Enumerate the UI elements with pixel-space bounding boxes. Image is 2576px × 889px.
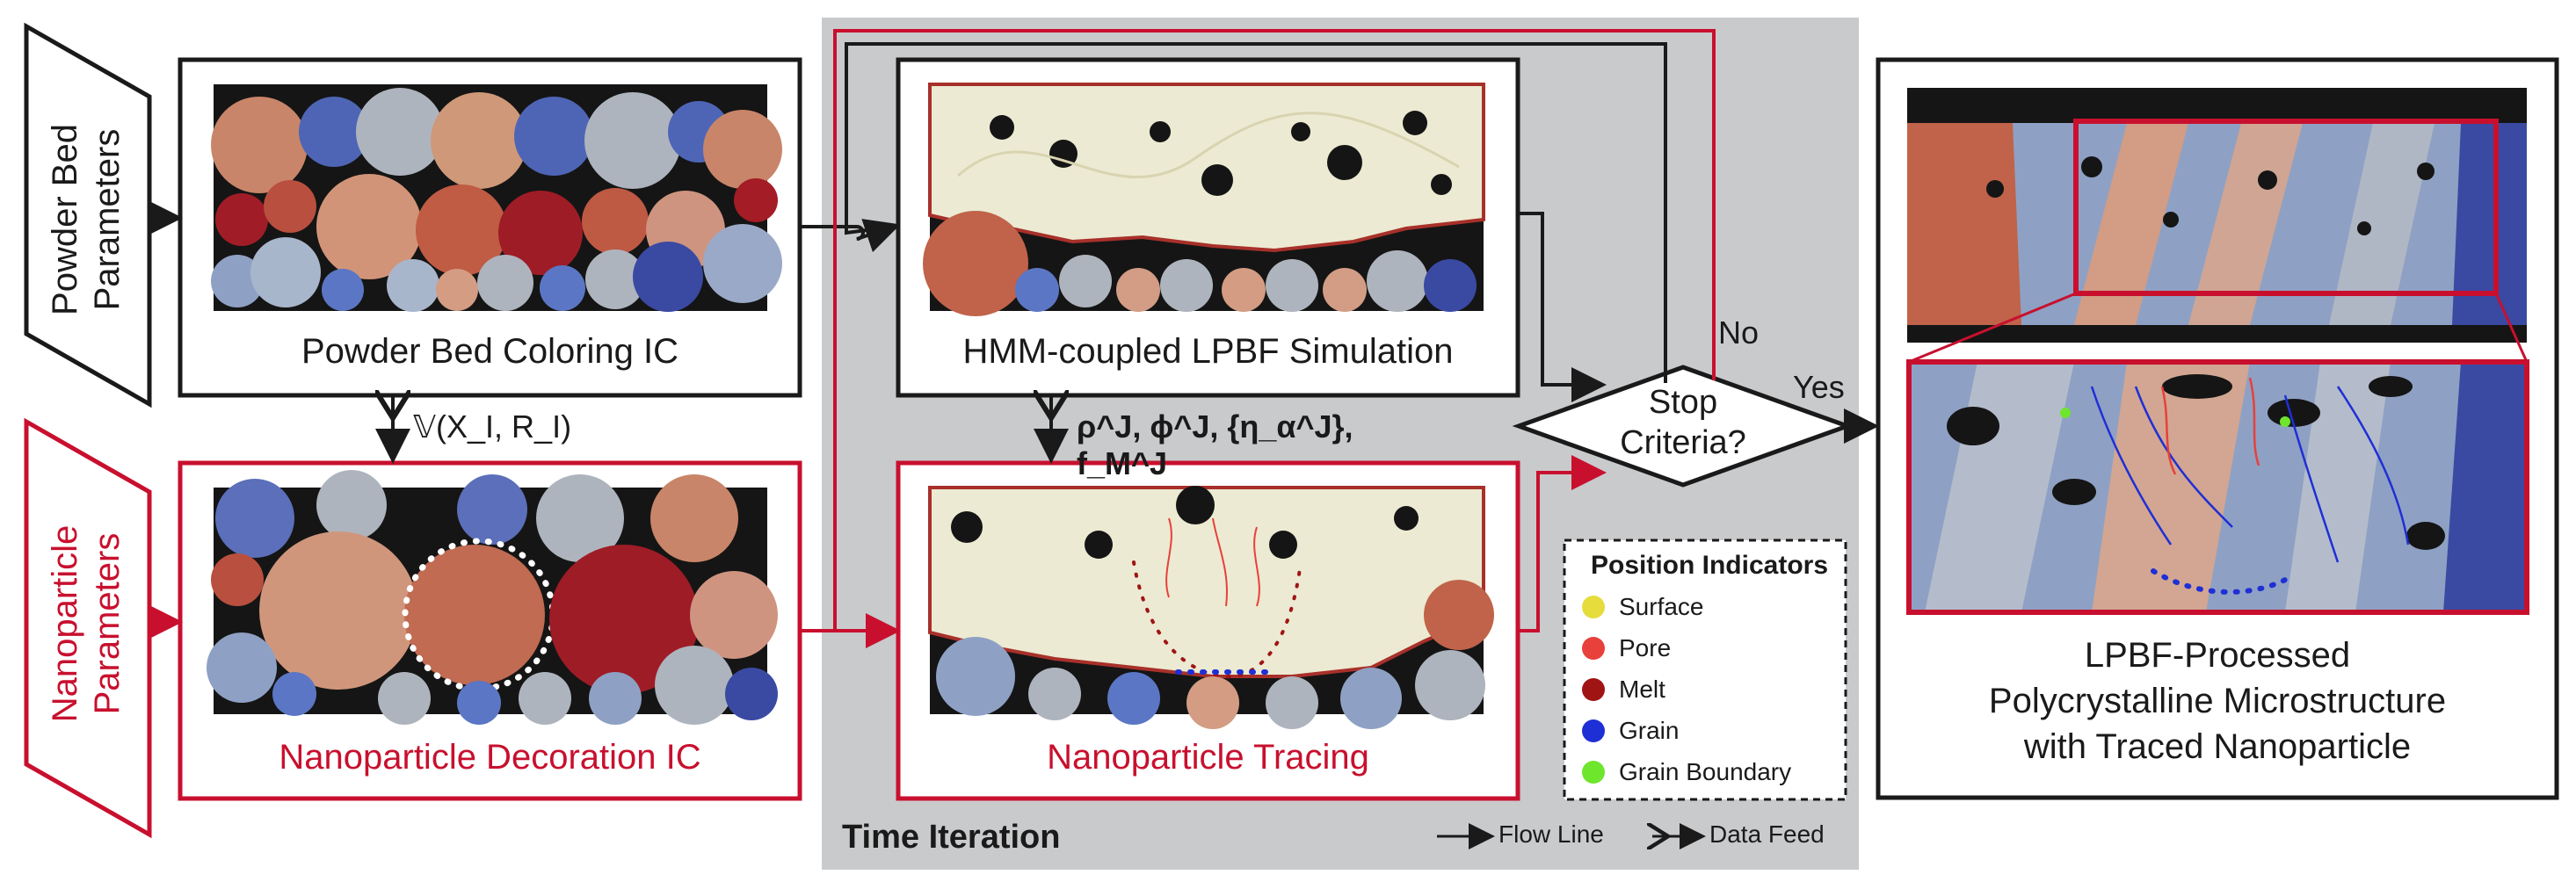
- melt-dot: [1582, 678, 1605, 701]
- powder-bed-parameters-line2: Parameters: [88, 128, 127, 311]
- stop-criteria-label: Stop Criteria?: [1564, 382, 1802, 463]
- nanoparticle-parameters-label: Nanoparticle Parameters: [44, 501, 132, 747]
- powder-bed-ic-title: Powder Bed Coloring IC: [301, 332, 679, 371]
- simulation-title: HMM-coupled LPBF Simulation: [962, 332, 1454, 371]
- powder-bed-parameters-line1: Powder Bed: [46, 124, 84, 315]
- nanoparticle-decoration-image: [207, 470, 778, 725]
- powder-bed-parameters-label: Powder Bed Parameters: [44, 97, 132, 343]
- result-zoom-image: [1906, 359, 2529, 615]
- legend-item-grain: Grain: [1582, 717, 1679, 745]
- legend-item-surface: Surface: [1582, 593, 1704, 621]
- legend-item-pore: Pore: [1582, 634, 1671, 662]
- legend-label-pore: Pore: [1619, 634, 1672, 661]
- flow-no-loop-black: [845, 42, 1667, 383]
- result-top-image: [1907, 88, 2527, 343]
- flow-ic-to-simulation: [800, 219, 901, 253]
- yes-label: Yes: [1793, 369, 1845, 405]
- tracing-title: Nanoparticle Tracing: [1047, 738, 1369, 777]
- legend-label-grain-boundary: Grain Boundary: [1619, 758, 1792, 785]
- flow-tracing-to-stop: [1518, 455, 1607, 632]
- grain-boundary-dot: [1582, 761, 1605, 784]
- legend-box: [1563, 538, 1847, 801]
- no-label: No: [1718, 314, 1760, 351]
- powder-bed-image: [211, 84, 782, 312]
- legend-label-melt: Melt: [1619, 676, 1665, 703]
- ic-feed-label: 𝕍(X_I, R_I): [413, 408, 572, 444]
- time-iteration-label: Time Iteration: [842, 819, 1061, 856]
- flow-red-loop: [833, 29, 1716, 631]
- stop-criteria-line2: Criteria?: [1620, 424, 1746, 461]
- legend: Position Indicators Surface Pore Melt Gr…: [1582, 551, 1837, 785]
- sim-feed-label: ρ^J, ϕ^J, {η_α^J}, f_M^J: [1077, 408, 1353, 481]
- stop-criteria-line1: Stop: [1648, 384, 1718, 421]
- zoom-line-right: [2494, 293, 2529, 363]
- simulation-image: [923, 83, 1485, 316]
- result-title-line3: with Traced Nanoparticle: [2023, 727, 2412, 766]
- nanoparticle-ic-title: Nanoparticle Decoration IC: [279, 738, 701, 777]
- nanoparticle-parameters-line1: Nanoparticle: [46, 524, 84, 723]
- result-title-line1: LPBF-Processed: [2084, 636, 2351, 675]
- legend-item-grain-boundary: Grain Boundary: [1582, 758, 1791, 786]
- legend-label-surface: Surface: [1619, 593, 1704, 620]
- powder-bed-parameters-shape: [24, 22, 152, 408]
- legend-item-melt: Melt: [1582, 676, 1665, 704]
- surface-dot: [1582, 596, 1605, 618]
- grain-dot: [1582, 719, 1605, 742]
- tracing-image: [928, 486, 1494, 729]
- legend-label-grain: Grain: [1619, 717, 1680, 744]
- pore-dot: [1582, 637, 1605, 660]
- flow-sim-to-stop: [1518, 212, 1607, 402]
- result-title: LPBF-Processed Polycrystalline Microstru…: [1878, 632, 2557, 770]
- zoom-line-left: [1908, 292, 2077, 364]
- data-feed-key-label: Data Feed: [1709, 820, 1825, 848]
- result-title-line2: Polycrystalline Microstructure: [1988, 682, 2447, 720]
- legend-title: Position Indicators: [1590, 551, 1829, 580]
- nanoparticle-parameters-line2: Parameters: [88, 532, 127, 715]
- nanoparticle-parameters-shape: [24, 417, 152, 839]
- flow-line-key-label: Flow Line: [1498, 820, 1604, 848]
